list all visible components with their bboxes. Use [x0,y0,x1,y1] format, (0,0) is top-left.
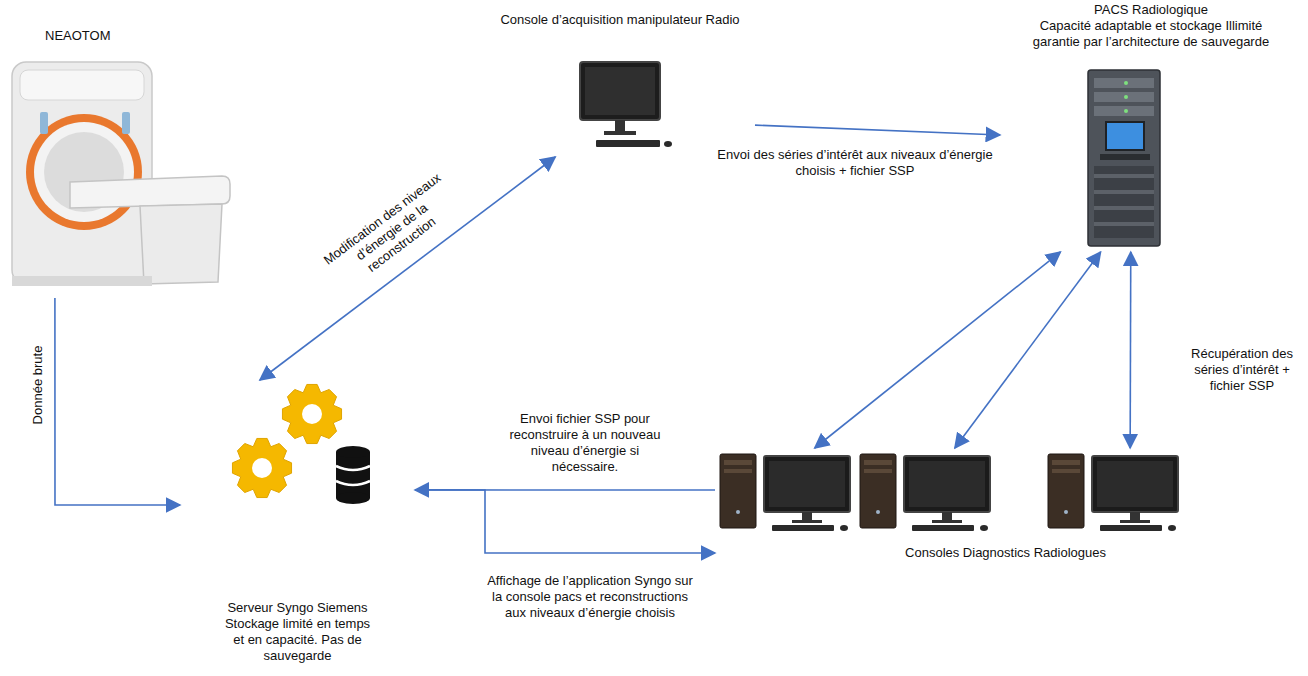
node-title: Consoles Diagnostics Radiologues [905,545,1106,561]
db-ring [336,481,370,485]
rack-slot [1094,174,1154,178]
connector-label: Modification des niveaux d’énergie de la… [310,161,474,302]
connector-label: Envoi fichier SSP pour reconstruire à un… [495,410,675,476]
gantry-top [20,70,144,100]
rack-slot [1094,206,1154,210]
connector-arrow [55,298,180,505]
panel [122,112,130,134]
rack-led [1124,81,1128,85]
diagnostic-computer [1048,454,1178,531]
db-ring [336,466,370,470]
node-title: Serveur Syngo Siemens Stockage limité en… [222,600,374,664]
db-bottom [336,492,370,504]
table-base [140,204,222,284]
consoles-node: Consoles Diagnostics Radiologues [715,448,1190,563]
gantry-foot [12,276,152,286]
diagnostic-computer [860,454,990,531]
monitor-base [604,131,636,135]
node-title: PACS Radiologique [1094,2,1208,18]
server-node: Serveur Syngo Siemens Stockage limité en… [180,380,415,670]
rack-unit [1094,92,1154,102]
monitor-stand [615,120,625,132]
connector-label: Envoi des séries d’intérêt aux niveaux d… [705,146,1005,180]
rack-screen [1106,122,1144,150]
gear-hole [252,458,272,478]
connector-arrow [815,252,1061,448]
patient-table [70,176,230,208]
db-body [336,452,370,498]
gear-body [232,438,291,497]
gantry [12,62,152,284]
scanner-node: NEAOTOM [5,28,235,298]
connector-arrow [955,252,1101,448]
panel [40,112,48,134]
diagnostic-computer [720,454,850,531]
database-icon [336,446,370,504]
pacs-node: PACS RadiologiqueCapacité adaptable et s… [1000,2,1302,252]
connector-label: Donnée brute [29,330,47,440]
rack-slot [1094,190,1154,194]
keyboard [596,140,660,147]
monitor-screen [580,62,660,120]
gears-icon [232,384,341,497]
connector-arrow [755,125,1000,135]
rack-unit [1094,106,1154,116]
rack-keyboard [1100,154,1150,160]
connector-arrow [415,490,715,553]
mouse [664,141,672,147]
console-node: Console d’acquisition manipulateur Radio [485,12,755,157]
ct-scanner [12,62,230,286]
connector-label: Affichage de l’application Syngo sur la … [479,572,701,622]
monitor-panel [585,67,655,115]
rack-lower [1094,166,1154,238]
rack-body [1088,70,1160,246]
rack-led [1124,109,1128,113]
connector-label: Récupération des séries d’intérêt + fich… [1181,345,1303,395]
acquisition-monitor [580,62,672,147]
node-body: Capacité adaptable et stockage Illimité … [1015,18,1287,50]
node-title: Console d’acquisition manipulateur Radio [500,12,739,28]
rack-unit [1094,78,1154,88]
gear [282,384,341,443]
gear [232,438,291,497]
pacs-rack [1088,70,1160,246]
gear-body [282,384,341,443]
rack-slot [1094,222,1154,226]
connector-arrow [1129,252,1131,448]
node-title: NEAOTOM [45,28,111,44]
rack-led [1124,95,1128,99]
connector-arrow [260,157,555,380]
db-top [336,446,370,458]
gear-hole [302,404,322,424]
